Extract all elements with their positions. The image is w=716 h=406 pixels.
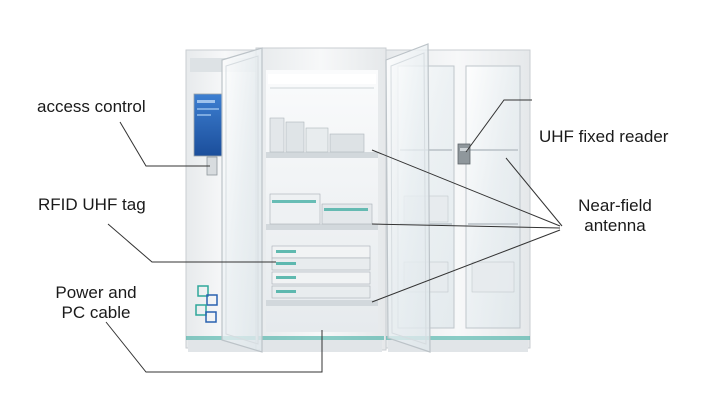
leader-lines [105, 99, 563, 373]
label-power-pc-cable: Power and PC cable [42, 283, 150, 323]
label-rfid-uhf-tag: RFID UHF tag [38, 195, 146, 214]
center-cabinet [255, 47, 387, 352]
cube-logo-icon [195, 285, 218, 323]
leader-antenna-1 [505, 157, 563, 227]
leader-antenna-4 [371, 229, 561, 303]
leader-antenna-3 [371, 223, 561, 229]
label-power-pc-cable-line2: PC cable [61, 303, 131, 322]
label-near-field-line2: antenna [584, 216, 646, 235]
open-door-right [385, 43, 431, 353]
leader-rfid-tag [107, 223, 276, 263]
label-near-field-antenna: Near-field antenna [565, 196, 665, 236]
rfid-reader-icon [457, 143, 471, 165]
label-access-control: access control [37, 97, 146, 116]
leader-access-control [119, 121, 210, 167]
leader-uhf-reader [465, 99, 532, 153]
leader-power-cable [105, 321, 323, 373]
leader-antenna-2 [371, 149, 561, 227]
label-near-field-line1: Near-field [578, 196, 652, 215]
label-power-pc-cable-line1: Power and [55, 283, 137, 302]
touch-screen [193, 93, 223, 157]
open-door-left [221, 47, 263, 353]
label-uhf-fixed-reader: UHF fixed reader [539, 127, 669, 146]
